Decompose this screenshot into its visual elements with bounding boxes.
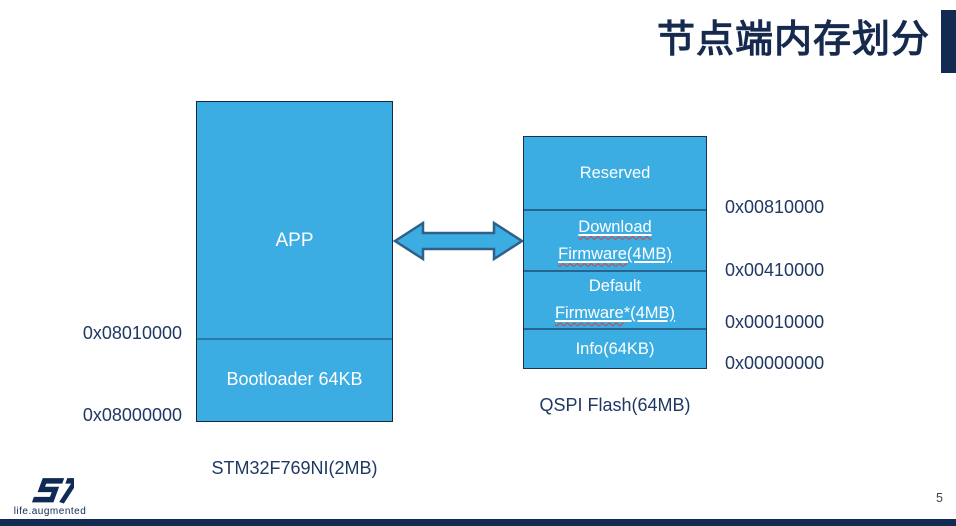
st-logo (24, 473, 82, 509)
qspi-flash-block: Reserved Download Firmware(4MB) Default … (523, 136, 707, 369)
st-logo-tagline: life.augmented (13, 506, 87, 517)
address-label-0x00810000: 0x00810000 (725, 197, 825, 217)
download-line1: Download (578, 217, 652, 236)
reserved-label: Reserved (579, 163, 651, 182)
internal-flash-caption: STM32F769NI(2MB) (211, 458, 378, 478)
download-line2: Firmware(4MB) (558, 244, 672, 263)
app-section-label: APP (275, 230, 314, 251)
default-line2: Firmware*(4MB) (554, 304, 676, 322)
address-label-0x08010000: 0x08010000 (82, 323, 182, 343)
flash-section-divider (197, 338, 392, 340)
address-label-0x08000000: 0x08000000 (82, 405, 182, 425)
download-firmware-section: Download Firmware(4MB) (524, 209, 706, 270)
bootloader-section-label: Bootloader 64KB (226, 369, 363, 389)
info-label: Info(64KB) (575, 339, 655, 358)
info-section: Info(64KB) (524, 328, 706, 368)
default-line1: Default (588, 277, 642, 295)
bidirectional-arrow-icon (392, 219, 525, 263)
default-firmware-section: Default Firmware*(4MB) (524, 270, 706, 328)
internal-flash-block: APP Bootloader 64KB (196, 101, 393, 422)
page-title: 节点端内存划分 (656, 19, 930, 61)
address-label-0x00410000: 0x00410000 (725, 260, 825, 280)
title-accent-bar (941, 10, 956, 73)
address-label-0x00000000: 0x00000000 (725, 353, 825, 373)
address-label-0x00010000: 0x00010000 (725, 312, 825, 332)
page-number: 5 (936, 491, 943, 505)
footer-accent-bar (0, 519, 956, 526)
reserved-section: Reserved (524, 137, 706, 209)
qspi-flash-caption: QSPI Flash(64MB) (539, 395, 691, 415)
